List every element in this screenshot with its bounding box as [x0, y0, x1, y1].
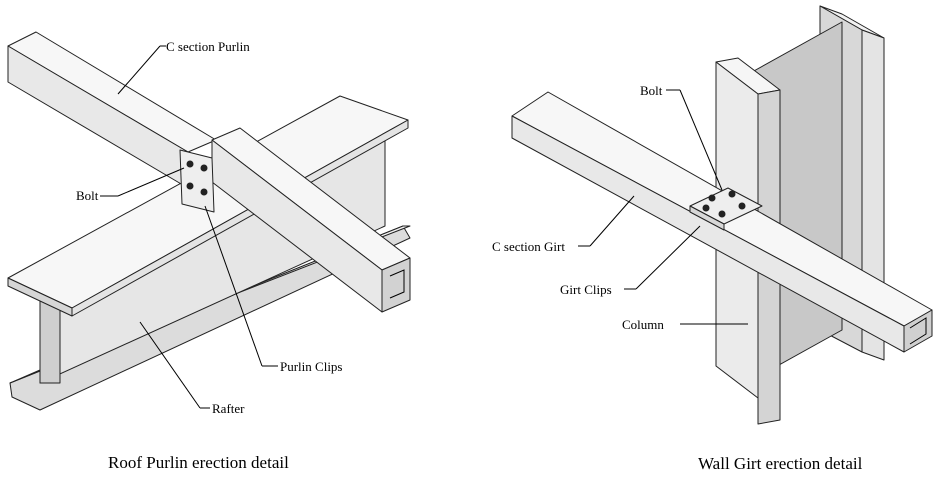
- bolt-head: [718, 210, 726, 218]
- label-column: Column: [622, 317, 664, 332]
- bolt-head: [702, 204, 710, 212]
- label-bolt-left: Bolt: [76, 188, 99, 203]
- bolt-head: [200, 188, 208, 196]
- label-c-section-girt: C section Girt: [492, 239, 565, 254]
- caption-roof-purlin: Roof Purlin erection detail: [108, 453, 289, 472]
- girt-clip-plate: [689, 187, 763, 231]
- purlin-beam-back: [7, 31, 217, 189]
- bolt-head: [738, 202, 746, 210]
- bolt-head: [186, 182, 194, 190]
- purlin-beam-front: [211, 127, 411, 313]
- label-girt-clips: Girt Clips: [560, 282, 612, 297]
- label-rafter: Rafter: [212, 401, 245, 416]
- label-purlin-clips: Purlin Clips: [280, 359, 343, 374]
- bolt-head: [728, 190, 736, 198]
- bolt-head: [708, 194, 716, 202]
- caption-wall-girt: Wall Girt erection detail: [698, 454, 863, 473]
- bolt-head: [186, 160, 194, 168]
- label-bolt-right: Bolt: [640, 83, 663, 98]
- roof-purlin-detail: C section Purlin Bolt Purlin Clips Rafte…: [7, 31, 411, 472]
- label-c-section-purlin: C section Purlin: [166, 39, 250, 54]
- wall-girt-detail: Bolt C section Girt Girt Clips Column Wa…: [492, 5, 933, 473]
- bolt-head: [200, 164, 208, 172]
- purlin-clip-plate: [179, 149, 215, 213]
